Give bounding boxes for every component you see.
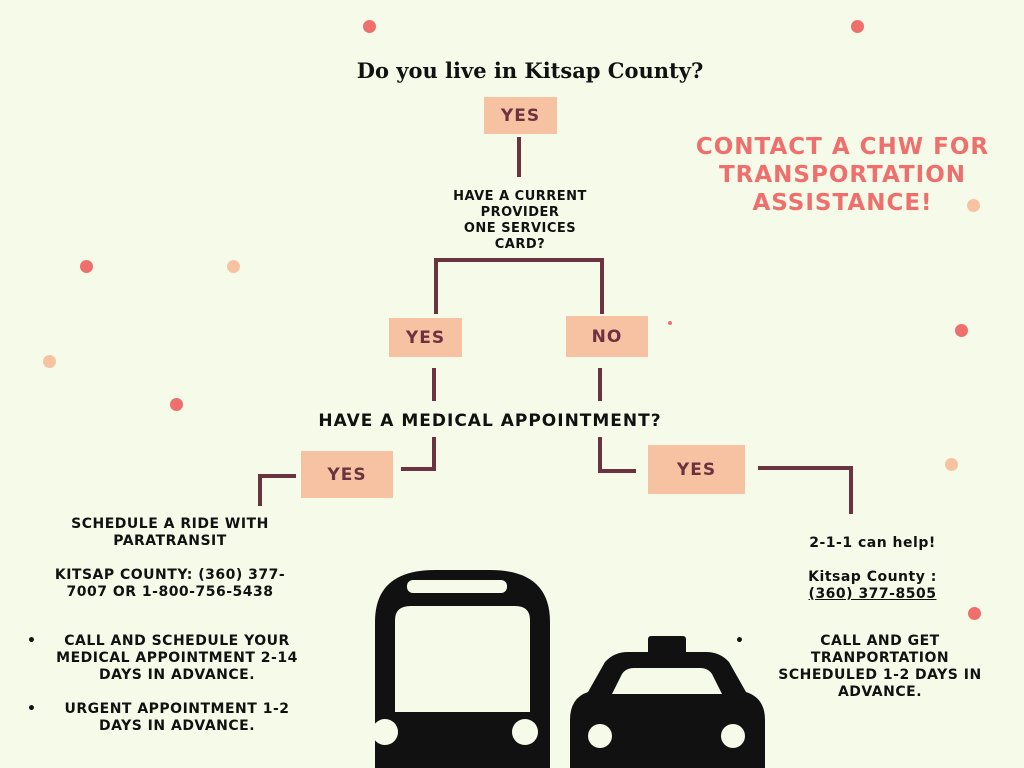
yes-box-medical-left: YES bbox=[301, 451, 393, 498]
provider-question: HAVE A CURRENT PROVIDER ONE SERVICES CAR… bbox=[453, 189, 587, 252]
connector bbox=[849, 466, 853, 514]
decor-dot bbox=[668, 321, 672, 325]
two-one-one-bullet: CALL AND GET TRANPORTATION SCHEDULED 1-2… bbox=[735, 633, 1000, 701]
connector bbox=[758, 466, 853, 470]
yes-box-provider: YES bbox=[389, 318, 462, 357]
taxi-icon bbox=[570, 636, 765, 768]
decor-dot bbox=[955, 324, 968, 337]
connector bbox=[434, 258, 438, 314]
connector bbox=[432, 437, 436, 470]
paratransit-heading: SCHEDULE A RIDE WITH PARATRANSIT bbox=[71, 516, 269, 549]
bus-icon bbox=[372, 570, 550, 768]
decor-dot bbox=[968, 607, 981, 620]
contact-chw-text: CONTACT A CHW FOR TRANSPORTATION ASSISTA… bbox=[695, 134, 990, 216]
connector bbox=[434, 258, 604, 262]
connector bbox=[432, 368, 436, 401]
decor-dot bbox=[363, 20, 376, 33]
yes-box-kitsap: YES bbox=[484, 97, 557, 134]
decor-dot bbox=[227, 260, 240, 273]
two-one-one-phone[interactable]: (360) 377-8505 bbox=[808, 586, 937, 602]
paratransit-bullet: CALL AND SCHEDULE YOUR MEDICAL APPOINTME… bbox=[27, 633, 302, 684]
decor-dot bbox=[851, 20, 864, 33]
decor-dot bbox=[945, 458, 958, 471]
decor-dot bbox=[43, 355, 56, 368]
connector bbox=[598, 368, 602, 401]
paratransit-bullets: CALL AND SCHEDULE YOUR MEDICAL APPOINTME… bbox=[27, 633, 302, 735]
medical-question: HAVE A MEDICAL APPOINTMENT? bbox=[318, 411, 662, 431]
decor-dot bbox=[170, 398, 183, 411]
two-one-one-heading: 2-1-1 can help! bbox=[809, 535, 936, 551]
connector bbox=[258, 474, 296, 478]
connector bbox=[517, 137, 521, 177]
connector bbox=[598, 437, 602, 473]
no-box-provider: NO bbox=[566, 316, 648, 357]
connector bbox=[600, 258, 604, 314]
title-question: Do you live in Kitsap County? bbox=[356, 58, 704, 83]
paratransit-bullet: URGENT APPOINTMENT 1-2 DAYS IN ADVANCE. bbox=[27, 701, 302, 735]
two-one-one-bullets: CALL AND GET TRANPORTATION SCHEDULED 1-2… bbox=[735, 633, 1000, 701]
connector bbox=[401, 467, 436, 471]
two-one-one-info: 2-1-1 can help! Kitsap County : (360) 37… bbox=[790, 535, 955, 603]
decor-dot bbox=[80, 260, 93, 273]
paratransit-phone: KITSAP COUNTY: (360) 377-7007 OR 1-800-7… bbox=[54, 567, 286, 600]
decor-dot bbox=[967, 199, 980, 212]
county-label: Kitsap County : bbox=[808, 569, 937, 585]
connector bbox=[258, 474, 262, 506]
connector bbox=[598, 469, 636, 473]
yes-box-medical-right: YES bbox=[648, 445, 745, 494]
paratransit-info: SCHEDULE A RIDE WITH PARATRANSIT KITSAP … bbox=[30, 516, 310, 601]
